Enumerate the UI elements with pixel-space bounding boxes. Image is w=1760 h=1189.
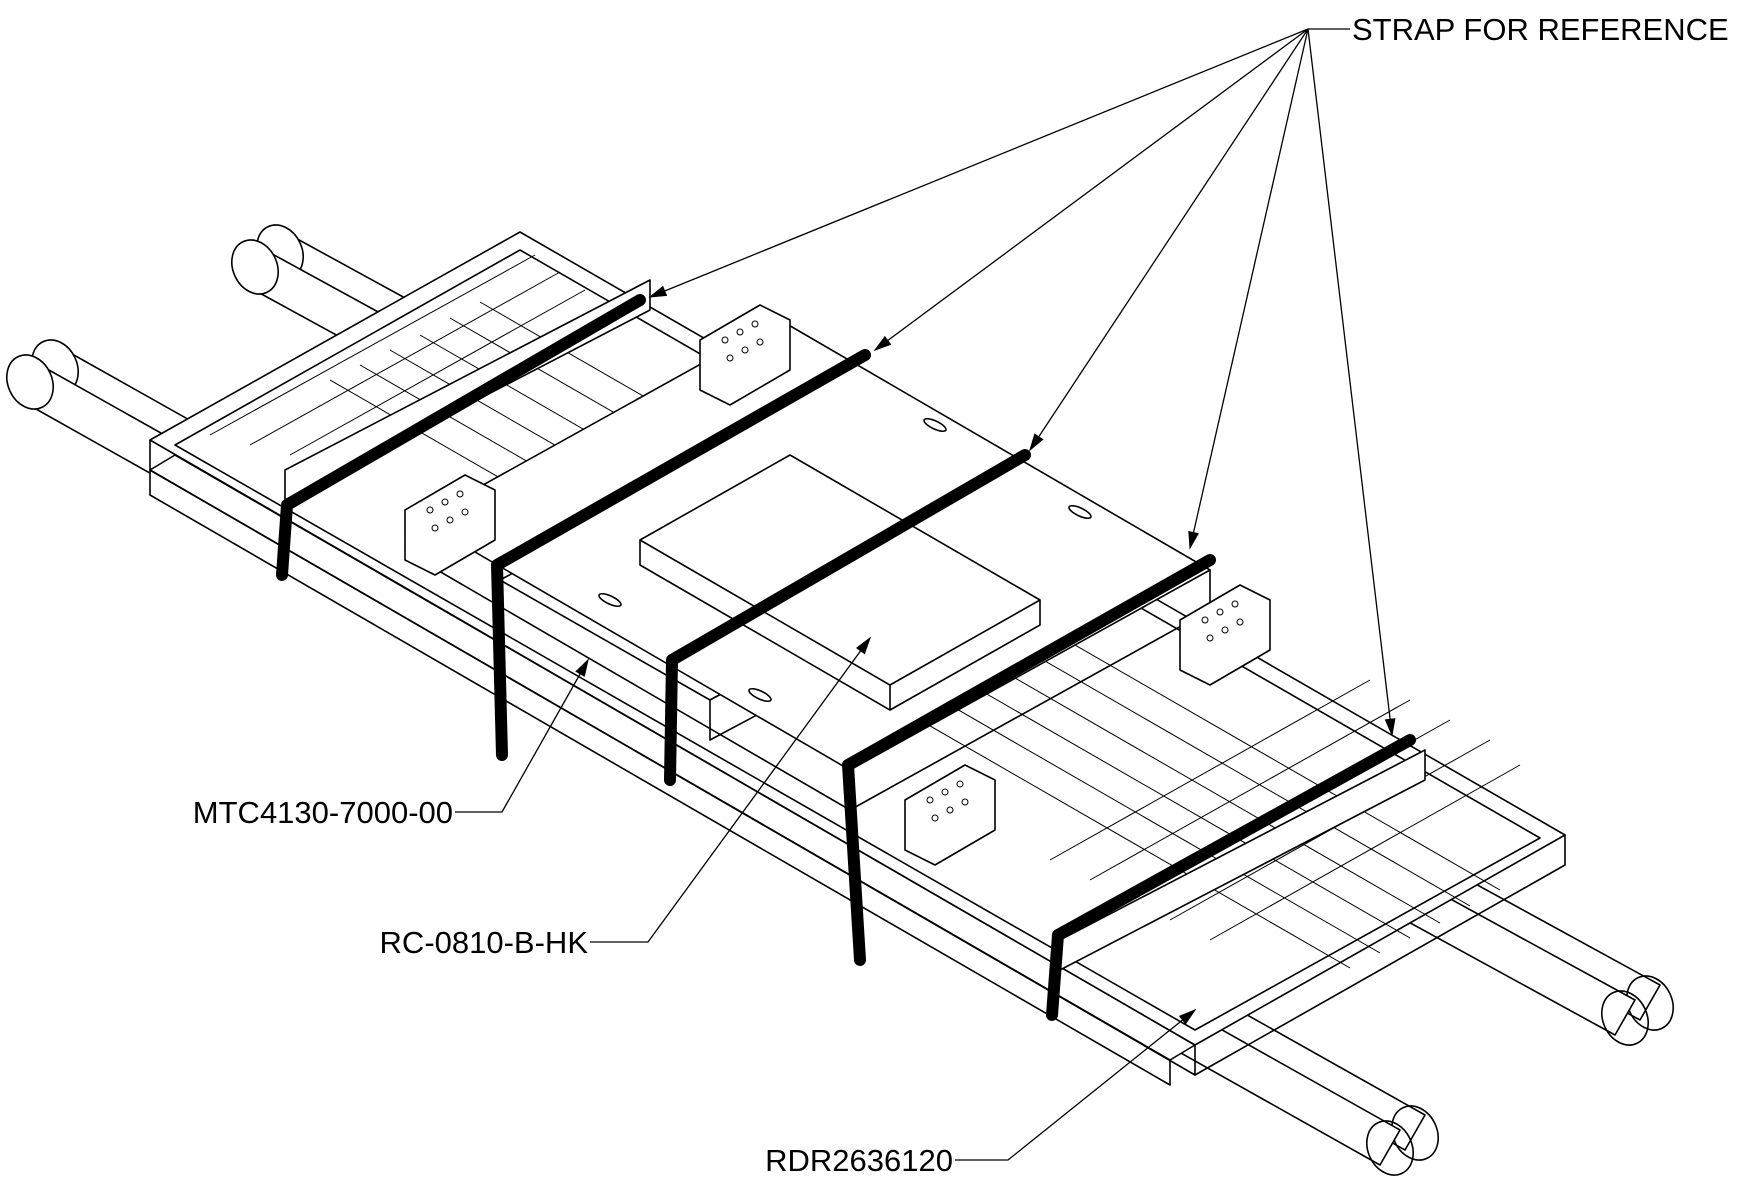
rc-callout: RC-0810-B-HK <box>380 925 589 960</box>
rdr-callout: RDR2636120 <box>765 1143 953 1178</box>
leader-lines <box>455 28 1396 1161</box>
mounting-brackets <box>404 304 1271 866</box>
strap-leader-1 <box>648 28 1309 298</box>
strap-leader-2 <box>873 28 1309 352</box>
mtc-callout: MTC4130-7000-00 <box>193 795 453 830</box>
strap-callout: STRAP FOR REFERENCE <box>1352 12 1729 47</box>
rc-leader <box>590 636 872 943</box>
strap-1 <box>276 294 646 581</box>
strap-leader-4 <box>1188 28 1309 550</box>
strap-leader-5 <box>1307 28 1396 737</box>
straps <box>276 294 1416 1021</box>
strap-3 <box>664 449 1031 786</box>
rdr-leader <box>955 1008 1197 1161</box>
strap-2 <box>491 349 871 761</box>
strap-leader-3 <box>1028 28 1309 452</box>
strap-4 <box>842 554 1216 966</box>
strap-5 <box>1046 734 1416 1021</box>
mtc-leader <box>455 658 589 813</box>
